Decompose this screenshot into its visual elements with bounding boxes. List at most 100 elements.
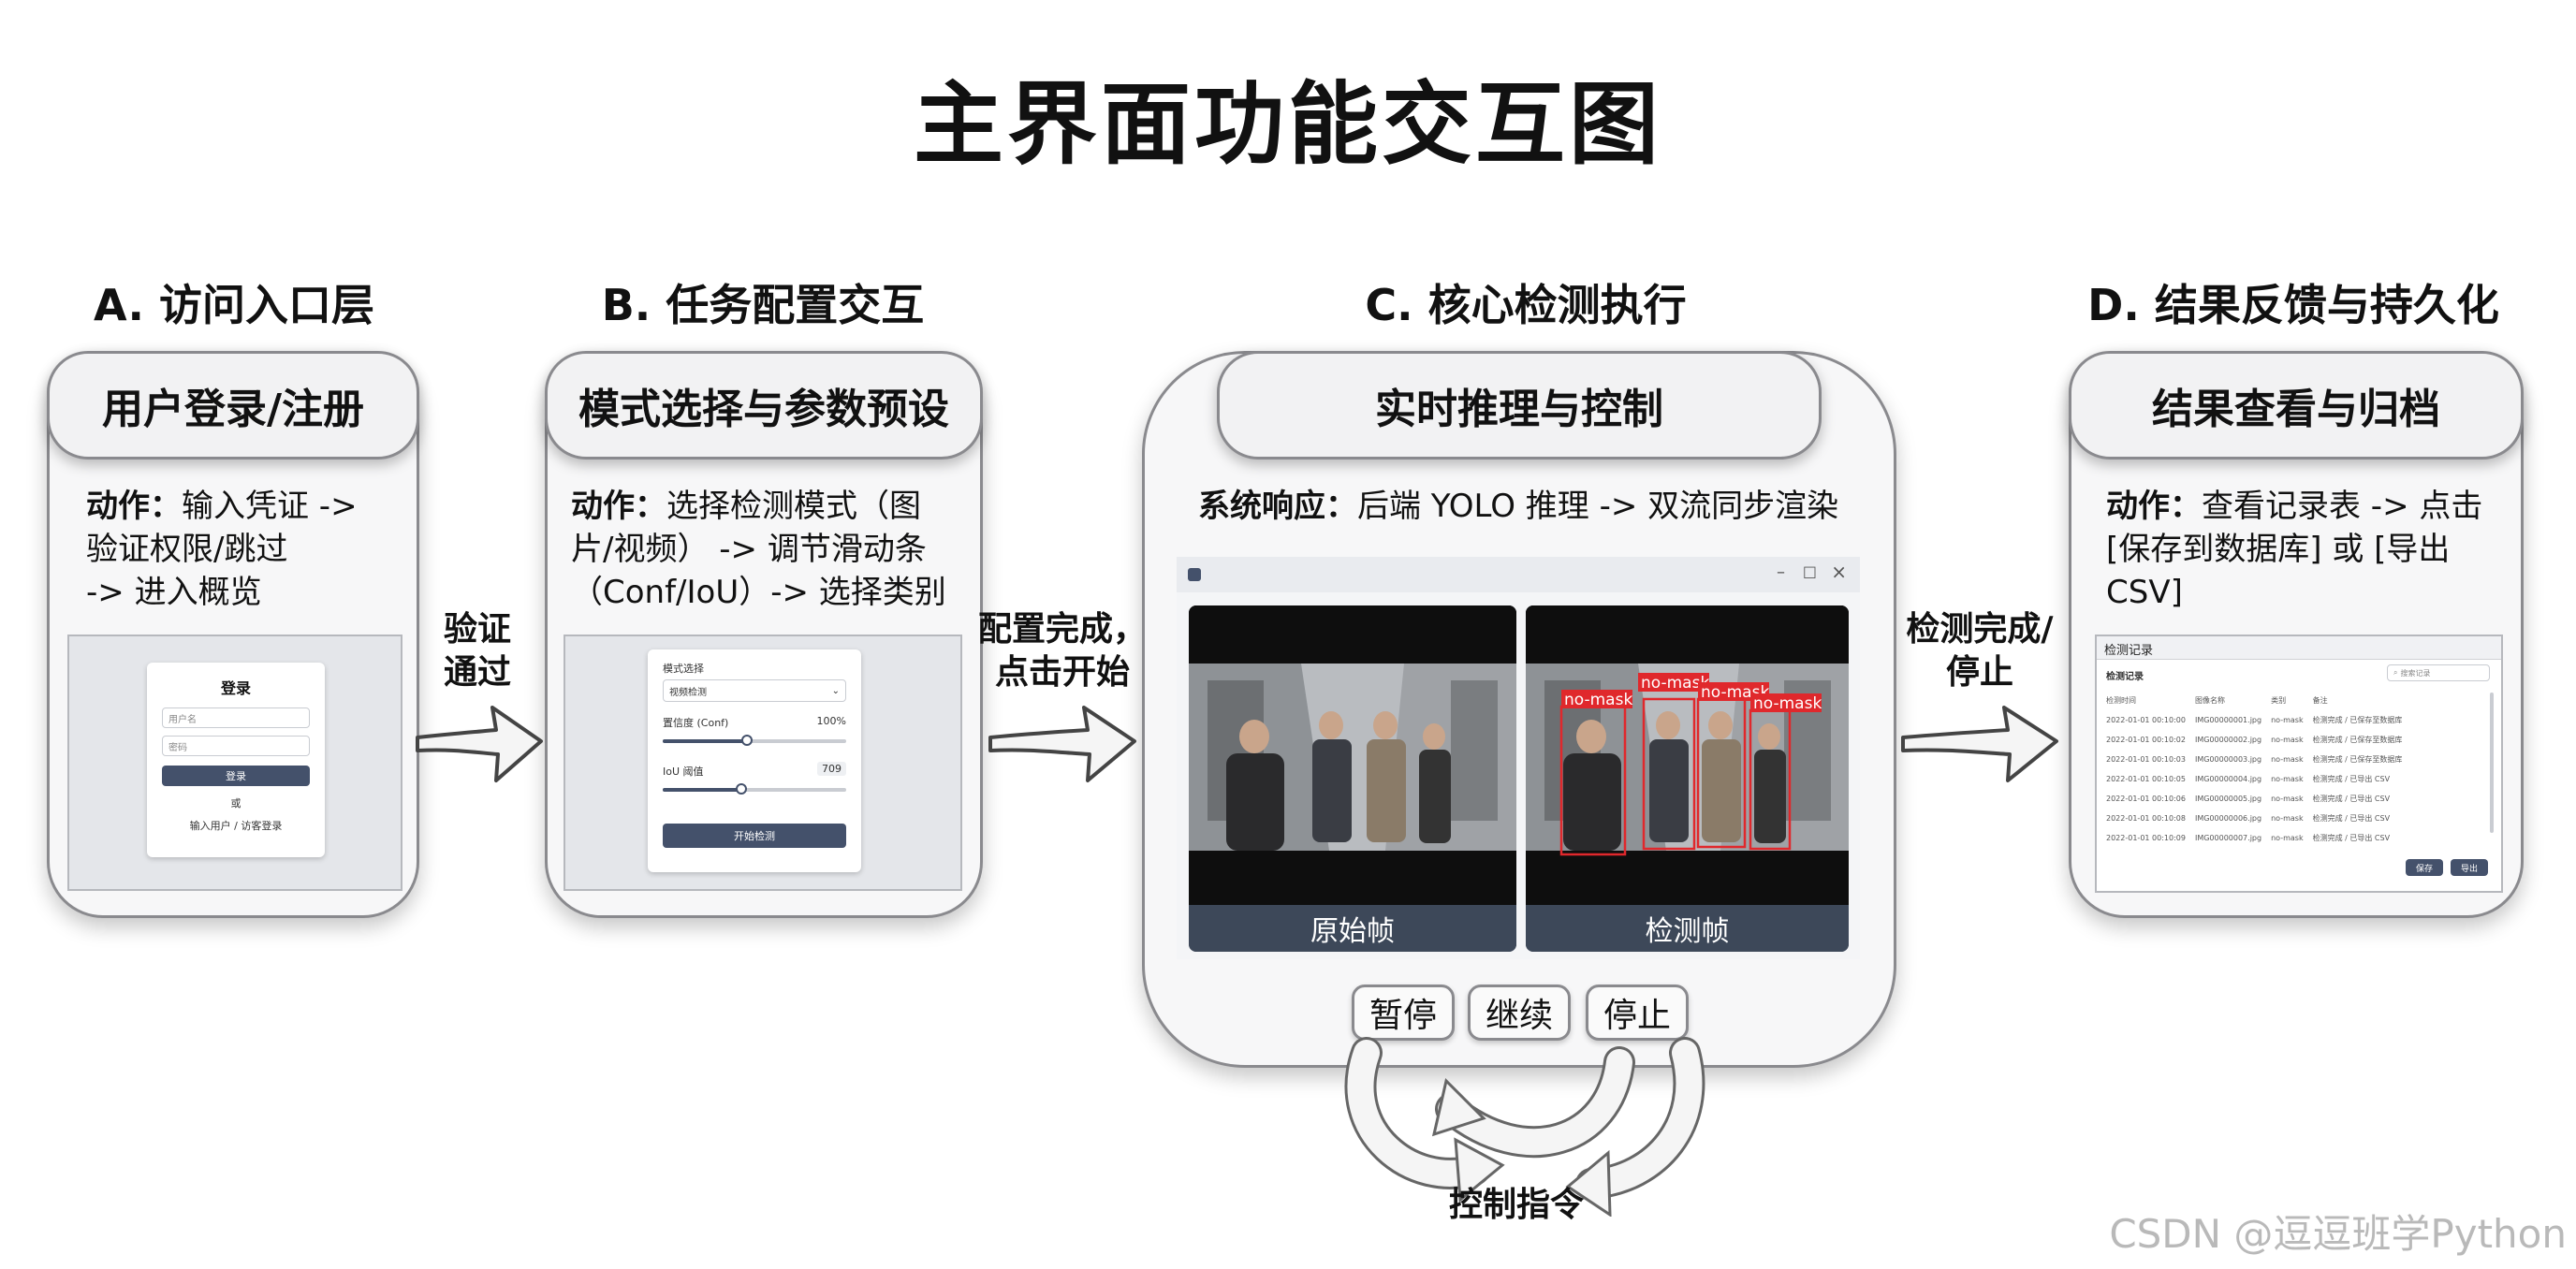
cell: no-mask (2271, 716, 2304, 724)
detected-frame-video: no-mask no-mask no-mask no-mask (1526, 605, 1849, 905)
cell: 检测完成 / 已保存至数据库 (2312, 736, 2403, 744)
detected-frame-label: 检测帧 (1526, 905, 1849, 952)
desc-label: 系统响应： (1198, 488, 1357, 525)
chevron-down-icon: ⌄ (831, 685, 840, 696)
original-frame-video (1189, 605, 1516, 905)
login-title: 登录 (220, 679, 251, 697)
column-header: 图像名称 (2194, 696, 2225, 705)
mode-value: 视频检测 (669, 687, 707, 698)
section-a-heading: A. 访问入口层 (94, 280, 374, 330)
desc-line: 选择检测模式（图 (666, 488, 921, 525)
cell: IMG00000007.jpg (2194, 834, 2262, 842)
close-icon[interactable]: × (1831, 561, 1847, 583)
cell: IMG00000005.jpg (2194, 795, 2262, 803)
section-b-pill: 模式选择与参数预设 (545, 351, 983, 459)
detection-label: no-mask (1641, 674, 1709, 693)
login-mockup: 登录 用户名 密码 登录 或 输入用户 / 访客登录 (67, 634, 402, 891)
detection-label: no-mask (1753, 694, 1822, 713)
cell: IMG00000006.jpg (2194, 814, 2262, 823)
conf-slider-fill (663, 739, 747, 743)
pause-button[interactable]: 暂停 (1352, 985, 1455, 1041)
bbox (1642, 697, 1696, 851)
arrow-bc (988, 706, 1136, 782)
edge-line: 验证 (443, 610, 511, 649)
stop-button[interactable]: 停止 (1586, 985, 1689, 1041)
desc-line: 查看记录表 -> 点击 (2202, 488, 2483, 525)
cell: 检测完成 / 已保存至数据库 (2312, 716, 2403, 724)
iou-value: 709 (817, 762, 846, 776)
conf-slider-thumb[interactable] (741, 735, 753, 746)
desc-line: 输入凭证 -> (182, 488, 358, 525)
password-field[interactable]: 密码 (162, 736, 310, 756)
cell: 检测完成 / 已导出 CSV (2312, 834, 2391, 842)
records-mockup: 检测记录 检测记录 ⌕ 搜索记录 检测时间 图像名称 类别 备注 2022-01… (2095, 634, 2503, 893)
conf-slider[interactable] (663, 739, 846, 743)
cell: 检测完成 / 已导出 CSV (2312, 814, 2391, 823)
desc-line: 片/视频） -> 调节滑动条 (571, 531, 927, 568)
original-frame-panel: 原始帧 (1189, 605, 1516, 952)
edge-line: 通过 (443, 653, 511, 692)
cell: 检测完成 / 已导出 CSV (2312, 795, 2391, 803)
records-search-input[interactable]: ⌕ 搜索记录 (2387, 664, 2490, 681)
arrow-cd (1901, 706, 2058, 782)
column-header: 类别 (2271, 696, 2287, 705)
section-c-pill: 实时推理与控制 (1217, 351, 1822, 459)
cell: 2022-01-01 00:10:03 (2106, 755, 2186, 764)
desc-line: 验证权限/跳过 (86, 531, 288, 568)
desc-label: 动作： (571, 488, 666, 525)
original-frame-label: 原始帧 (1189, 905, 1516, 952)
arrow-ab (416, 706, 543, 782)
cell: 2022-01-01 00:10:09 (2106, 834, 2186, 842)
minimize-icon[interactable]: – (1777, 562, 1785, 582)
resume-button[interactable]: 继续 (1468, 985, 1571, 1041)
iou-slider[interactable] (663, 788, 846, 792)
cell: no-mask (2271, 814, 2304, 823)
guest-login-link[interactable]: 输入用户 / 访客登录 (189, 820, 283, 832)
control-loop-arrows (1344, 1037, 1705, 1217)
search-placeholder: 搜索记录 (2400, 668, 2431, 678)
cell: IMG00000001.jpg (2194, 716, 2262, 724)
cell: IMG00000004.jpg (2194, 775, 2262, 783)
save-to-db-button[interactable]: 保存 (2406, 859, 2443, 876)
iou-slider-thumb[interactable] (736, 783, 747, 795)
desc-line: CSV] (2106, 574, 2183, 611)
cell: 2022-01-01 00:10:05 (2106, 775, 2186, 783)
login-card: 登录 用户名 密码 登录 或 输入用户 / 访客登录 (147, 663, 325, 857)
export-csv-button[interactable]: 导出 (2451, 859, 2488, 876)
column-header: 备注 (2312, 696, 2328, 705)
section-d-desc: 动作：查看记录表 -> 点击 [保存到数据库] 或 [导出 CSV] (2106, 485, 2509, 614)
edge-label-ab: 验证 通过 (431, 608, 524, 694)
search-icon: ⌕ (2393, 668, 2398, 677)
maximize-icon[interactable]: □ (1802, 562, 1817, 580)
cell: 2022-01-01 00:10:02 (2106, 736, 2186, 744)
username-field[interactable]: 用户名 (162, 707, 310, 728)
records-titlebar: 检测记录 (2097, 636, 2501, 660)
desc-line: -> 进入概览 (86, 574, 262, 611)
section-b-heading: B. 任务配置交互 (601, 280, 925, 330)
desc-line: （Conf/IoU）-> 选择类别 (571, 574, 946, 611)
records-scrollbar[interactable] (2490, 693, 2494, 833)
page-title: 主界面功能交互图 (914, 72, 1662, 177)
cell: 检测完成 / 已导出 CSV (2312, 775, 2391, 783)
conf-value: 100% (816, 715, 846, 727)
records-table-title: 检测记录 (2106, 672, 2144, 682)
edge-line: 检测完成/ (1906, 610, 2054, 649)
mode-select[interactable]: 视频检测 ⌄ (663, 679, 846, 702)
iou-label: IoU 阈值 (663, 766, 704, 778)
edge-line: 停止 (1945, 653, 2013, 692)
start-detect-button[interactable]: 开始检测 (663, 824, 846, 848)
or-text: 或 (230, 797, 242, 810)
watermark: CSDN @逗逗班学Python (2109, 1211, 2567, 1257)
login-button[interactable]: 登录 (162, 766, 310, 786)
section-d-pill: 结果查看与归档 (2069, 351, 2524, 459)
cell: IMG00000002.jpg (2194, 736, 2262, 744)
